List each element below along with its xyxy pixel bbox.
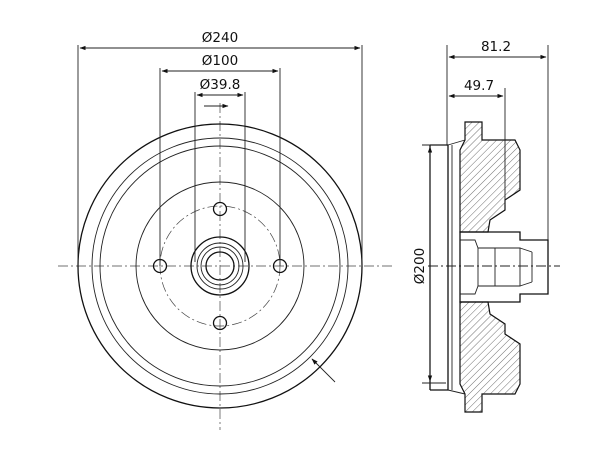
bolt-circle-label: Ø100 [202,53,238,69]
drum-inner-diameter-label: Ø200 [412,248,428,284]
bolt-hole-bottom [212,315,228,331]
front-view: Ø240 Ø100 Ø39.8 [58,30,392,430]
center-bore [205,251,235,281]
hub-face-circle [135,181,305,351]
hub-section [459,231,549,303]
drum-inner-circle [91,137,349,395]
hub-ring-outer [190,236,250,296]
bolt-hole-top [212,201,228,217]
hub-ring-inner [200,246,240,286]
top-section-hatch [459,121,521,233]
side-section-view: 81.2 49.7 Ø200 [412,39,560,413]
radial-leader [311,358,336,383]
outer-diameter-label: Ø240 [202,30,238,46]
hub-ring-middle [196,242,244,290]
center-bore-label: Ø39.8 [200,77,241,93]
hub-height-label: 49.7 [464,78,494,94]
overall-height-label: 81.2 [481,39,511,55]
hub-bore [460,239,521,295]
bottom-section-hatch [459,301,521,413]
drum-shell-outline [429,144,449,391]
braking-surface-circle [99,145,341,387]
